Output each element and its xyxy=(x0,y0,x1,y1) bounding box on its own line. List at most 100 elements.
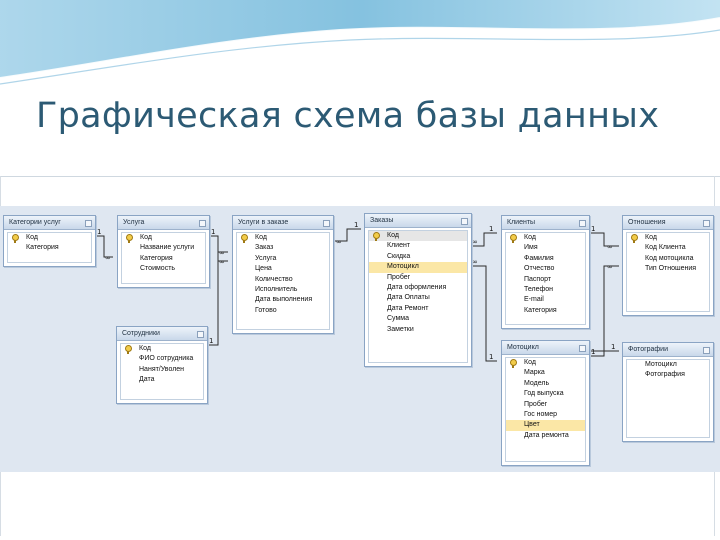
table-field[interactable]: Количество xyxy=(237,275,329,285)
table-title[interactable]: Услуга xyxy=(118,216,209,230)
table-field[interactable]: ФИО сотрудника xyxy=(121,354,203,364)
table-field[interactable]: Пробег xyxy=(369,273,467,283)
table-field[interactable]: E-mail xyxy=(506,295,585,305)
table-title[interactable]: Заказы xyxy=(365,214,471,228)
table-field[interactable]: Категория xyxy=(122,254,205,264)
table-field[interactable]: Фотография xyxy=(627,370,709,380)
table-field[interactable]: Мотоцикл xyxy=(627,360,709,370)
relation-orders-order-services xyxy=(333,228,361,242)
table-field[interactable]: Модель xyxy=(506,379,585,389)
table-field[interactable]: Тип Отношения xyxy=(627,264,709,274)
table-field[interactable]: Дата ремонта xyxy=(506,431,585,441)
primary-key-field[interactable]: Код xyxy=(8,233,91,243)
table-field[interactable]: Дата выполнения xyxy=(237,295,329,305)
table-title[interactable]: Фотографии xyxy=(623,343,713,357)
field-label: Дата ремонта xyxy=(524,431,569,439)
primary-key-field[interactable]: Код xyxy=(237,233,329,243)
field-label: Сумма xyxy=(387,315,409,323)
table-field[interactable]: Год выпуска xyxy=(506,389,585,399)
table-field[interactable]: Категория xyxy=(506,306,585,316)
field-label: Цена xyxy=(255,265,272,273)
field-label: Код xyxy=(387,232,399,239)
table-field[interactable]: Отчество xyxy=(506,264,585,274)
field-label: Пробег xyxy=(524,400,548,408)
field-label: Услуга xyxy=(255,254,277,262)
primary-key-field[interactable]: Код xyxy=(506,358,585,368)
field-label: Заказ xyxy=(255,244,274,252)
table-field[interactable]: Телефон xyxy=(506,285,585,295)
field-label: Цвет xyxy=(524,421,540,429)
card-many: ∞ xyxy=(219,258,225,266)
table-title[interactable]: Сотрудники xyxy=(117,327,207,341)
card-one: 1 xyxy=(209,337,213,345)
field-label: Фамилия xyxy=(524,254,554,262)
table-field[interactable]: Гос номер xyxy=(506,410,585,420)
table-field[interactable]: Готово xyxy=(237,306,329,316)
table-field[interactable]: Заметки xyxy=(369,325,467,335)
field-label: Количество xyxy=(255,275,293,283)
field-label: Имя xyxy=(524,244,538,252)
primary-key-field[interactable]: Код xyxy=(122,233,205,243)
table-field[interactable]: Марка xyxy=(506,368,585,378)
table-title[interactable]: Мотоцикл xyxy=(502,341,589,355)
table-field[interactable]: Цвет xyxy=(506,420,585,431)
table-field[interactable]: Код мотоцикла xyxy=(627,254,709,264)
table-field[interactable]: Код Клиента xyxy=(627,243,709,253)
table-title[interactable]: Категории услуг xyxy=(4,216,95,230)
field-label: Дата выполнения xyxy=(255,296,313,304)
table-field[interactable]: Скидка xyxy=(369,252,467,262)
field-label: Модель xyxy=(524,379,550,387)
card-many: ∞ xyxy=(219,249,225,257)
table-field[interactable]: Мотоцикл xyxy=(369,262,467,273)
table-title[interactable]: Услуги в заказе xyxy=(233,216,333,230)
table-field[interactable]: Фамилия xyxy=(506,254,585,264)
table-field[interactable]: Клиент xyxy=(369,241,467,251)
database-schema-diagram: 1 ∞ 1 ∞ 1 ∞ 1 ∞ 1 ∞ 1 ∞ 1 ∞ 1 ∞ 1 Катего… xyxy=(0,206,720,472)
relation-moto-orders xyxy=(471,265,497,362)
table-field[interactable]: Паспорт xyxy=(506,275,585,285)
relation-clients-orders xyxy=(471,232,497,247)
table-field[interactable]: Нанят/Уволен xyxy=(121,365,203,375)
table-field[interactable]: Дата xyxy=(121,375,203,385)
table-field[interactable]: Дата оформления xyxy=(369,283,467,293)
field-label: Исполнитель xyxy=(255,285,298,293)
table-field[interactable]: Название услуги xyxy=(122,243,205,253)
relation-clients-relations xyxy=(589,232,619,247)
table-title[interactable]: Отношения xyxy=(623,216,713,230)
table-field[interactable]: Имя xyxy=(506,243,585,253)
field-label: Код мотоцикла xyxy=(645,254,694,262)
field-label: Код xyxy=(140,234,152,241)
table-field[interactable]: Пробег xyxy=(506,400,585,410)
table-field[interactable]: Цена xyxy=(237,264,329,274)
primary-key-field[interactable]: Код xyxy=(369,231,467,242)
primary-key-field[interactable]: Код xyxy=(506,233,585,243)
table-field[interactable]: Стоимость xyxy=(122,264,205,274)
key-icon xyxy=(631,234,638,243)
primary-key-field[interactable]: Код xyxy=(627,233,709,243)
field-label: Код xyxy=(645,234,657,241)
card-many: ∞ xyxy=(105,254,111,262)
table-field[interactable]: Услуга xyxy=(237,254,329,264)
table-field[interactable]: Сумма xyxy=(369,314,467,324)
card-many: ∞ xyxy=(607,243,613,251)
field-label: Категория xyxy=(524,306,557,314)
table-field[interactable]: Заказ xyxy=(237,243,329,253)
primary-key-field[interactable]: Код xyxy=(121,344,203,354)
table-field[interactable]: Дата Оплаты xyxy=(369,293,467,303)
table-field[interactable]: Дата Ремонт xyxy=(369,304,467,314)
table-title[interactable]: Клиенты xyxy=(502,216,589,230)
table-field[interactable]: Исполнитель xyxy=(237,285,329,295)
table-field[interactable]: Категория xyxy=(8,243,91,253)
field-label: Дата оформления xyxy=(387,283,447,291)
